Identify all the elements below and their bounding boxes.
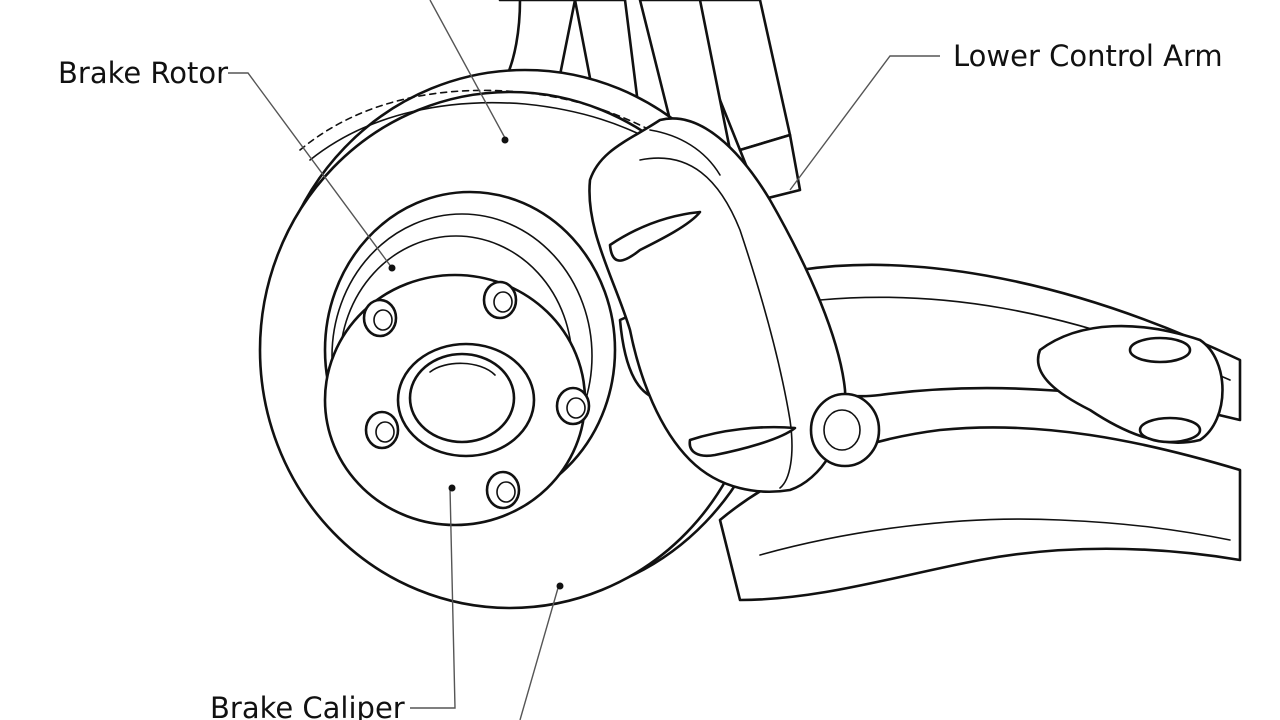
brake-caliper bbox=[588, 117, 881, 493]
label-brake-caliper: Brake Caliper bbox=[210, 691, 405, 720]
label-lower-control-arm: Lower Control Arm bbox=[953, 39, 1223, 73]
leader-lines bbox=[228, 0, 940, 720]
wheel-hub bbox=[323, 273, 591, 527]
lower-control-arm bbox=[718, 263, 1242, 602]
label-brake-rotor: Brake Rotor bbox=[58, 56, 228, 90]
